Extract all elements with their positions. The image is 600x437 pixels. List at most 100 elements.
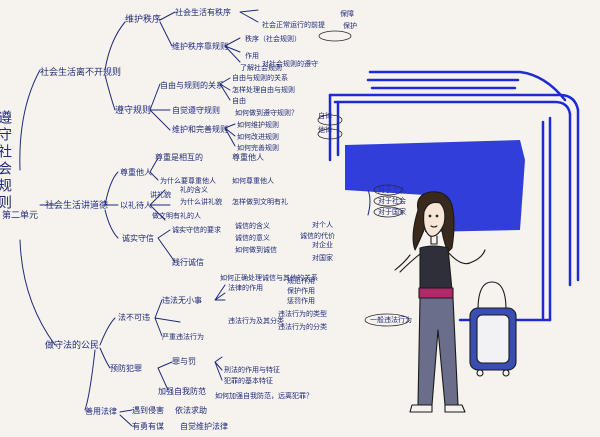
b2-l1-b2: 如何尊重他人 xyxy=(232,176,274,185)
tag-bubble-6 xyxy=(373,206,403,218)
b1-l1-c: 社会正常运行的前提 xyxy=(262,20,325,29)
girl-shoe-right xyxy=(444,404,466,413)
b2-l2-a: 礼的含义 xyxy=(180,185,208,194)
b2-l1: 尊重他人 xyxy=(120,167,152,177)
b1-l1-b xyxy=(159,21,173,47)
b3-l1-c: 严重违法行为 xyxy=(162,332,204,341)
tag-bubble-7 xyxy=(364,313,410,327)
b2-l2: 以礼待人 xyxy=(120,200,152,210)
b1-to-l2 xyxy=(104,74,116,111)
suitcase-wheel-right xyxy=(502,369,510,377)
b2-l3-e: 如何做到诚信 xyxy=(235,245,277,254)
b3-l1-a: 违法无小事 xyxy=(162,295,202,305)
b3-l1-a2: 规范作用 xyxy=(287,276,315,285)
b1-l2-fork xyxy=(149,83,171,131)
b1-l2: 遵守规则 xyxy=(115,104,151,116)
b1-to-l1 xyxy=(104,21,126,71)
tag-bubble-5 xyxy=(373,195,403,207)
b2-l3-tag-1: 对企业 xyxy=(312,240,333,249)
b1-l2-c3: 如何完善规则 xyxy=(237,143,279,152)
b1-l2-b1: 如何做到遵守规则？ xyxy=(235,108,298,117)
b2-l2-tag-1: 对于社会 xyxy=(378,196,406,205)
girl-left-arm xyxy=(399,253,421,273)
b3-l2-a2: 犯罪的基本特征 xyxy=(224,376,273,385)
b1-l1-a xyxy=(159,11,176,21)
b3-l2-a: 罪与罚 xyxy=(172,357,196,366)
frame-right-inner xyxy=(541,116,552,322)
tag-bubble-1 xyxy=(318,30,352,42)
girl-belt xyxy=(418,287,454,299)
b3-to-l2 xyxy=(99,347,111,369)
b3-l1-a4: 惩罚作用 xyxy=(287,296,315,305)
b3-l3-a1: 依法求助 xyxy=(175,405,207,415)
b3-l3-a: 遇到侵害 xyxy=(132,405,164,415)
b2-l2-b1: 为什么讲礼貌 xyxy=(180,197,222,206)
b1-l1b-fork xyxy=(224,37,241,63)
b1-l1-b: 维护秩序靠规则 xyxy=(172,41,228,51)
b3-l1-a1: 法律的作用 xyxy=(228,283,263,292)
girl-eye-right xyxy=(435,214,439,218)
girl-pants xyxy=(417,297,459,406)
b3-l2-b1: 如何加强自我防范，远离犯罪？ xyxy=(215,391,313,400)
b3-l2-a1: 刑法的作用与特征 xyxy=(224,365,280,374)
b3-l1-b2: 违法行为的分类 xyxy=(278,322,327,331)
b1-l1-e: 保护 xyxy=(343,21,357,30)
girl-illustration xyxy=(394,191,486,413)
b1-l2-c1: 如何维护规则 xyxy=(237,120,279,129)
b3-l2-fork xyxy=(157,361,173,391)
girl-face xyxy=(423,201,446,237)
girl-shoe-left xyxy=(409,404,433,413)
frame-left-vertical xyxy=(328,93,340,162)
b1-l1a-fork xyxy=(239,9,259,23)
b1-l1-d: 保障 xyxy=(340,9,354,18)
b2-l3-tag-0: 对个人 xyxy=(312,220,333,229)
root-title: 遵守社会规则 xyxy=(0,109,12,212)
tag-bubble-3 xyxy=(317,128,343,140)
b2-l3-f: 诚信的代价 xyxy=(300,231,335,240)
branch-2-title: 社会生活讲道德 xyxy=(45,199,108,211)
girl-raised-arm xyxy=(394,249,486,271)
b3-to-l1 xyxy=(99,317,116,346)
b2-l3-a: 诚实守信的要求 xyxy=(172,225,221,234)
b1-l2-a1: 自由与规则的关系 xyxy=(232,73,288,82)
b3-l3-b: 有勇有谋 xyxy=(132,421,164,431)
b2-l3: 诚实守信 xyxy=(122,233,154,243)
root-unit: 第二单元 xyxy=(2,209,38,221)
b3-l2-b: 加强自我防范 xyxy=(158,386,206,396)
b3-l3-fork xyxy=(119,409,133,427)
b2-l3-g: 如何正确处理诚信与其他的关系 xyxy=(220,273,318,282)
branch-1-title: 社会生活离不开规则 xyxy=(40,66,121,78)
b1-l2-a3: 自由 xyxy=(232,96,246,105)
b1-l2-c2: 如何改进规则 xyxy=(237,132,279,141)
b3-l2a-fork xyxy=(214,356,223,381)
girl-top xyxy=(419,245,453,293)
girl-mouth xyxy=(430,225,438,228)
b3-l1-b: 违法行为及其分类 xyxy=(228,316,284,325)
b1-l2a-fork xyxy=(219,77,231,101)
b2-l2-c: 做文明有礼的人 xyxy=(152,211,201,220)
b3-l1-tag: 一般违法行为 xyxy=(370,315,412,324)
circled-tags xyxy=(317,30,410,327)
suitcase-stripe xyxy=(476,314,510,364)
b3-l1-b1: 违法行为的类型 xyxy=(278,309,327,318)
b2-tags-brace xyxy=(367,189,371,216)
tag-bubble-4 xyxy=(373,184,403,196)
branch-connectors xyxy=(19,9,371,427)
frame-corner-top xyxy=(368,70,567,102)
b2-l3-c: 诚信的意义 xyxy=(235,233,270,242)
suitcase-wheel-left xyxy=(476,369,484,377)
b3-to-l3 xyxy=(84,349,96,411)
board-illustration xyxy=(345,140,525,232)
b1-l2-b: 自觉遵守规则 xyxy=(172,105,220,115)
b2-l3-tag-2: 对国家 xyxy=(312,253,333,262)
b1-l1-g: 对社会规则的遵守 xyxy=(262,59,318,68)
b2-l1-b: 尊重他人 xyxy=(232,152,264,162)
b1-l2-a2: 怎样处理自由与规则 xyxy=(232,85,295,94)
frame-second-line xyxy=(333,100,572,287)
b2-l1-fork xyxy=(149,157,159,181)
board-body xyxy=(345,140,525,232)
b1-l1-a: 社会生活有秩序 xyxy=(175,7,231,17)
b3-l1a-fork xyxy=(214,284,226,301)
